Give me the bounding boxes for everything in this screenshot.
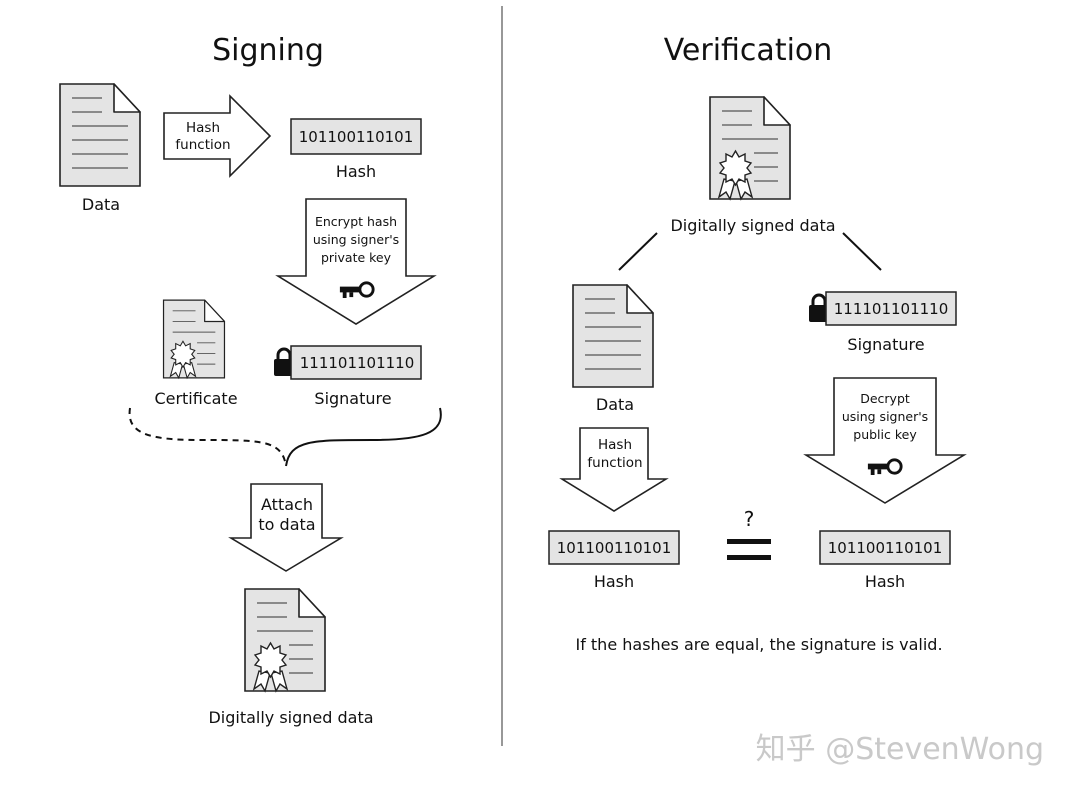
verify-signature-label: Signature — [847, 335, 924, 354]
decrypt-label-line1: Decrypt — [860, 391, 910, 406]
verify-signed-data-label: Digitally signed data — [670, 216, 835, 235]
signed-data-label: Digitally signed data — [208, 708, 373, 727]
hash-label: Hash — [336, 162, 376, 181]
encrypt-label-line1: Encrypt hash — [315, 214, 397, 229]
verify-hash-left-value: 101100110101 — [557, 539, 672, 557]
hash-function-label-line1: Hash — [186, 120, 220, 136]
equals-bar-top — [727, 539, 771, 544]
verify-hash-function-line2: function — [587, 455, 642, 471]
certificate-icon — [162, 299, 226, 379]
attach-label-line2: to data — [258, 515, 315, 534]
conclusion-text: If the hashes are equal, the signature i… — [575, 635, 942, 654]
data-label: Data — [82, 195, 120, 214]
equals-bar-bottom — [727, 555, 771, 560]
hash-box — [290, 118, 422, 155]
verify-hash-right-label: Hash — [865, 572, 905, 591]
data-document-icon — [59, 83, 141, 187]
verify-signature-box — [825, 291, 957, 326]
signing-title: Signing — [212, 33, 324, 68]
split-line-right — [842, 232, 882, 271]
verify-signature-value: 111101101110 — [834, 300, 949, 318]
certificate-bracket — [128, 407, 287, 467]
decrypt-label-line3: public key — [853, 427, 917, 442]
verify-data-document-icon — [572, 284, 654, 388]
verify-hash-function-arrow — [559, 427, 669, 512]
verify-hash-right-box — [819, 530, 951, 565]
watermark-text: 知乎 @StevenWong — [756, 732, 1044, 767]
hash-function-label-line2: function — [175, 137, 230, 153]
encrypt-arrow — [275, 198, 437, 325]
verify-data-label: Data — [596, 395, 634, 414]
signature-box — [290, 345, 422, 380]
verify-signed-document-icon — [709, 96, 791, 200]
verify-hash-left-label: Hash — [594, 572, 634, 591]
verification-title: Verification — [664, 33, 833, 68]
split-line-left — [618, 232, 658, 271]
hash-value: 101100110101 — [299, 128, 414, 146]
signature-label: Signature — [314, 389, 391, 408]
encrypt-label-line3: private key — [321, 250, 392, 265]
signed-document-icon — [244, 588, 326, 692]
decrypt-label-line2: using signer's — [842, 409, 928, 424]
decrypt-arrow — [803, 377, 967, 504]
verify-hash-function-line1: Hash — [598, 437, 632, 453]
attach-label-line1: Attach — [261, 495, 313, 514]
signature-value: 111101101110 — [300, 354, 415, 372]
hash-function-arrow — [163, 94, 272, 178]
verify-hash-left-box — [548, 530, 680, 565]
certificate-label: Certificate — [154, 389, 237, 408]
verify-hash-right-value: 101100110101 — [828, 539, 943, 557]
attach-arrow — [228, 483, 344, 572]
equality-question-mark: ? — [744, 507, 755, 531]
signature-bracket — [285, 407, 442, 467]
encrypt-label-line2: using signer's — [313, 232, 399, 247]
